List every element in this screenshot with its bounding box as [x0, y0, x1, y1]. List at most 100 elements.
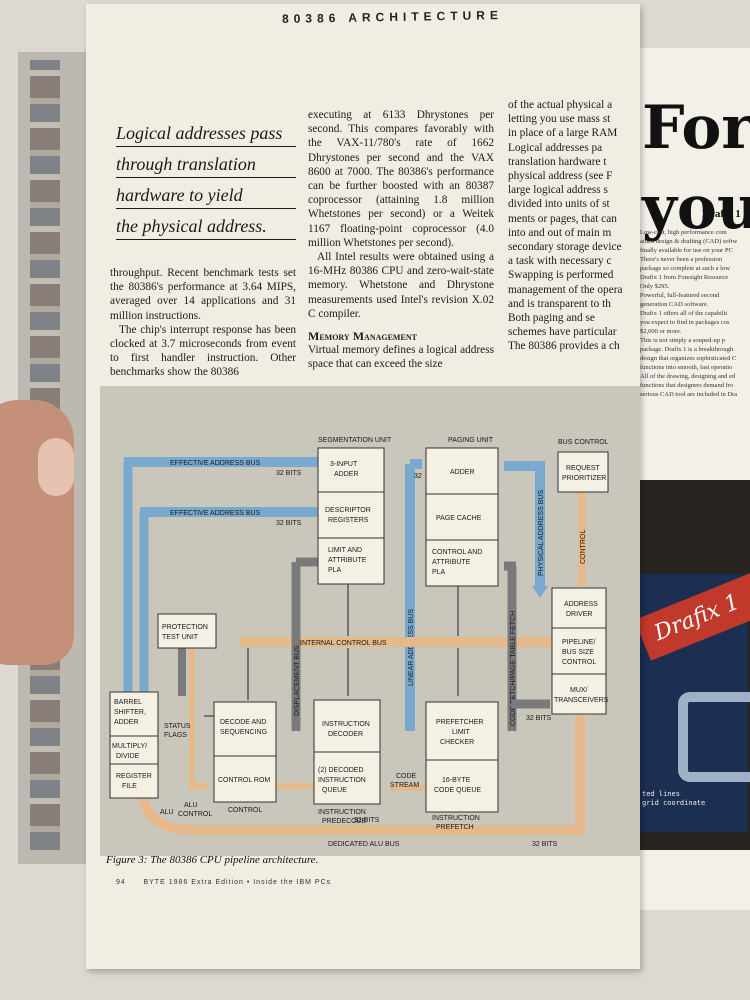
label-instruction-prefetch: PREFETCH [436, 824, 474, 831]
label-alu-control: ALU [184, 802, 198, 809]
column-3-line: secondary storage device [508, 241, 622, 254]
magazine-page: 80386 ARCHITECTURE Logical addresses pas… [86, 4, 640, 969]
bus-label-physical: PHYSICAL ADDRESS BUS [538, 490, 545, 576]
paragraph: throughput. Recent benchmark tests set t… [110, 267, 296, 322]
column-3-line: a task with necessary c [508, 255, 612, 268]
pull-quote-line: through translation [116, 153, 296, 178]
ad-body-line: finally available for use on your PC [640, 247, 733, 254]
block-label: CONTROL ROM [218, 777, 270, 784]
ad-body-line: package so complete at such a low [640, 265, 730, 272]
pull-quote-line: Logical addresses pass [116, 122, 296, 147]
ad-monitor: Drafix 1 ted lines grid coordinate [640, 480, 750, 850]
block-pipeline: PIPELINE/ BUS SIZE CONTROL [551, 627, 607, 675]
block-label: FILE [122, 783, 137, 790]
ad-body-line: Drafix 1 from Foresight Resource [640, 274, 729, 281]
block-label: CHECKER [440, 739, 474, 746]
block-label: PRIORITIZER [562, 475, 606, 482]
block-label: INSTRUCTION [318, 777, 366, 784]
bus-label-control: CONTROL [580, 530, 587, 564]
ad-screen-drawing [678, 692, 750, 782]
column-3-line: Both paging and se [508, 312, 595, 325]
label-code-stream: STREAM [390, 782, 419, 789]
bus-label-effective-1: EFFECTIVE ADDRESS BUS [170, 460, 261, 467]
pipeline-diagram: SEGMENTATION UNIT PAGING UNIT BUS CONTRO… [100, 386, 640, 856]
body-column-1: throughput. Recent benchmark tests set t… [110, 266, 296, 380]
column-3-line: The 80386 provides a ch [508, 340, 620, 353]
block-label: LIMIT AND [328, 547, 362, 554]
block-label: ADDER [334, 471, 359, 478]
ad-body-line: you expect to find in packages cos [640, 319, 730, 326]
block-label: 3-INPUT [330, 461, 358, 468]
block-label: INSTRUCTION [322, 721, 370, 728]
bits-label: 32 BITS [276, 470, 302, 477]
unit-label-segmentation: SEGMENTATION UNIT [318, 437, 392, 444]
bus-label-code-fetch: CODE FETCH/PAGE TABLE FETCH [510, 611, 517, 726]
block-label: (2) DECODED [318, 767, 364, 774]
block-control-rom: CONTROL ROM [213, 755, 277, 803]
bus-label-linear: LINEAR ADDRESS BUS [408, 609, 415, 686]
pull-quote-line: hardware to yield [116, 184, 296, 209]
block-label: REQUEST [566, 465, 601, 472]
block-label: MUX/ [570, 687, 588, 694]
block-label: CONTROL [562, 659, 596, 666]
block-label: BARREL [114, 699, 142, 706]
folio: 94 BYTE 1986 Extra Edition • Inside the … [116, 879, 331, 886]
page-number: 94 [116, 879, 126, 886]
ad-body-line: This is not simply a souped-up p [640, 337, 725, 344]
column-3-line: and is transparent to th [508, 297, 611, 310]
bus-label-displacement: DISPLACEMENT BUS [294, 645, 301, 716]
figure-caption: Figure 3: The 80386 CPU pipeline archite… [106, 854, 319, 866]
right-page-ad: For $ your Drafix 1 Low-cost, high perfo… [640, 48, 750, 910]
ad-headline: For $ your [642, 93, 750, 243]
bits-label: 32 BITS [526, 715, 552, 722]
unit-label-bus-control: BUS CONTROL [558, 439, 609, 446]
ad-body-line: aided design & drafting (CAD) softw [640, 238, 738, 245]
block-label: ADDER [114, 719, 139, 726]
block-decoded-queue: (2) DECODED INSTRUCTION QUEUE [313, 751, 381, 805]
block-label: REGISTER [116, 773, 152, 780]
block-label: ATTRIBUTE [432, 559, 471, 566]
block-decode-sequencing: DECODE AND SEQUENCING [213, 701, 277, 757]
bits-label: 32 BITS [532, 841, 558, 848]
block-label: SHIFTER, [114, 709, 146, 716]
body-column-2: executing at 6133 Dhrystones per second.… [308, 108, 494, 372]
ad-screen-title: Drafix 1 [640, 571, 750, 661]
arrow-head [532, 586, 548, 598]
block-label: BUS SIZE [562, 649, 594, 656]
block-label: QUEUE [322, 787, 347, 794]
bus-label-dedicated-alu: DEDICATED ALU BUS [328, 841, 400, 848]
block-label: TEST UNIT [162, 634, 199, 641]
column-3-line: management of the opera [508, 283, 623, 296]
column-3-line: letting you use mass st [508, 113, 611, 126]
label-status-flags: STATUS [164, 723, 191, 730]
ad-body-line: Low-cost, high performance com [640, 229, 727, 236]
block-protection: PROTECTION TEST UNIT [157, 613, 217, 649]
column-3-line: into and out of main m [508, 226, 612, 239]
ad-body-line: package. Drafix 1 is a breakthrough [640, 346, 734, 353]
block-label: PROTECTION [162, 624, 208, 631]
label-instruction-predecode: INSTRUCTION [318, 809, 366, 816]
block-label: REGISTERS [328, 517, 369, 524]
block-label: DESCRIPTOR [325, 507, 371, 514]
bus-label-effective-2: EFFECTIVE ADDRESS BUS [170, 510, 261, 517]
ad-screen-caption-line: ted lines [642, 790, 680, 798]
block-label: PLA [328, 567, 342, 574]
block-label: DIVIDE [116, 753, 140, 760]
label-alu: ALU [160, 809, 174, 816]
bus-effective-vertical [123, 462, 136, 721]
block-label: PLA [432, 569, 446, 576]
label-control: CONTROL [228, 807, 262, 814]
paragraph: The chip's interrupt response has been c… [110, 323, 296, 379]
block-label: MULTIPLY/ [112, 743, 147, 750]
section-heading: Memory Management [308, 329, 417, 344]
unit-label-paging: PAGING UNIT [448, 437, 494, 444]
column-3-line: divided into units of st [508, 198, 610, 211]
block-prefetcher: PREFETCHER LIMIT CHECKER [425, 701, 499, 761]
paragraph: All Intel results were obtained using a … [308, 251, 494, 320]
ad-screen: Drafix 1 ted lines grid coordinate [640, 571, 750, 832]
pull-quote-line: the physical address. [116, 215, 296, 240]
block-page-cache: PAGE CACHE [425, 493, 499, 541]
block-limit-pla: LIMIT AND ATTRIBUTE PLA [317, 537, 385, 585]
block-label: LIMIT [452, 729, 471, 736]
